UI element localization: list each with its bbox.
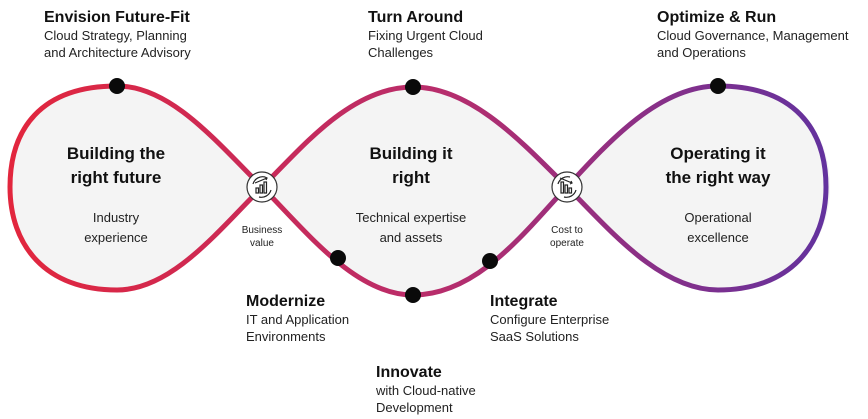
left-lobe-background [10,85,262,291]
left-lobe-heading-1: Building the [66,144,166,163]
left-lobe-label: Building the right future Industry exper… [36,142,196,248]
business-value-label: Business value [232,224,292,250]
integrate-title: Integrate [490,293,558,310]
middle-lobe-heading-2: right [392,168,430,187]
optimize-callout: Optimize & Run Cloud Governance, Managem… [657,8,849,61]
envision-line-2: and Architecture Advisory [44,45,191,60]
chart-up-icon [252,176,272,198]
middle-lobe-heading-1: Building it [369,144,453,163]
right-lobe-background [567,86,830,290]
turn-around-title: Turn Around [368,9,464,26]
modernize-callout: Modernize IT and Application Environment… [246,292,349,345]
middle-lobe-body-1: Technical expertise [355,210,467,225]
integrate-line-1: Configure Enterprise [490,312,610,327]
right-lobe-body-1: Operational [684,210,752,225]
envision-title: Envision Future-Fit [44,9,190,26]
left-lobe-heading-2: right future [70,168,162,187]
modernize-line-1: IT and Application [246,312,350,327]
innovate-milestone-dot [405,287,421,303]
right-lobe-label: Operating it the right way Operational e… [638,142,798,248]
integrate-line-2: SaaS Solutions [490,329,579,344]
left-lobe-body-2: experience [84,230,148,245]
turn-around-line-1: Fixing Urgent Cloud [368,28,483,43]
modernize-title: Modernize [246,293,326,310]
cost-to-operate-line-1: Cost to [551,225,583,236]
envision-callout: Envision Future-Fit Cloud Strategy, Plan… [44,8,191,61]
turn-around-callout: Turn Around Fixing Urgent Cloud Challeng… [368,8,483,61]
modernize-line-2: Environments [246,329,326,344]
envision-line-1: Cloud Strategy, Planning [44,28,187,43]
innovate-title: Innovate [376,364,442,381]
business-value-line-1: Business [241,225,283,236]
optimize-title: Optimize & Run [657,9,777,26]
middle-lobe-label: Building it right Technical expertise an… [331,142,491,248]
modernize-milestone-dot [330,250,346,266]
integrate-callout: Integrate Configure Enterprise SaaS Solu… [490,292,609,345]
innovate-line-1: with Cloud-native [376,383,476,398]
turn-around-milestone-dot [405,79,421,95]
innovate-callout: Innovate with Cloud-native Development [376,363,476,416]
business-value-badge [246,171,278,203]
optimize-line-2: and Operations [657,45,746,60]
cost-to-operate-badge [551,171,583,203]
optimize-milestone-dot [710,78,726,94]
business-value-line-2: value [250,238,274,249]
optimize-line-1: Cloud Governance, Management [657,28,849,43]
chart-down-icon [557,176,577,198]
right-lobe-body-2: excellence [687,230,749,245]
middle-lobe-background [262,87,567,295]
turn-around-line-2: Challenges [368,45,434,60]
innovate-line-2: Development [376,400,453,415]
cost-to-operate-label: Cost to operate [537,224,597,250]
right-lobe-heading-2: the right way [665,168,771,187]
right-lobe-heading-1: Operating it [670,144,766,163]
integrate-milestone-dot [482,253,498,269]
left-lobe-body-1: Industry [92,210,140,225]
cost-to-operate-line-2: operate [550,238,584,249]
middle-lobe-body-2: and assets [379,230,443,245]
envision-milestone-dot [109,78,125,94]
